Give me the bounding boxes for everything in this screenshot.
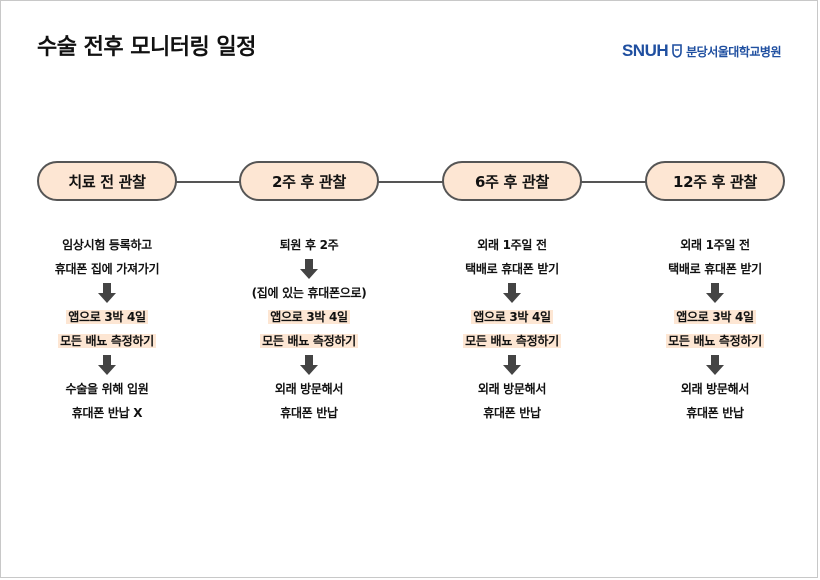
step-line: (집에 있는 휴대폰으로) [252, 281, 367, 305]
down-arrow-icon [503, 283, 521, 303]
step-line: 퇴원 후 2주 [280, 233, 339, 257]
page-title: 수술 전후 모니터링 일정 [37, 35, 256, 60]
step-line: 외래 1주일 전 [680, 233, 750, 257]
down-arrow-icon [706, 283, 724, 303]
logo-hospital-name: 분당서울대학교병원 [686, 44, 781, 59]
step-text: 앱으로 3박 4일 [674, 310, 756, 324]
step-line: 앱으로 3박 4일 [471, 305, 553, 329]
step-text: 앱으로 3박 4일 [66, 310, 148, 324]
step-line: 휴대폰 반납 [280, 401, 338, 425]
step-line: 임상시험 등록하고 [62, 233, 152, 257]
step-line: 휴대폰 집에 가져가기 [54, 257, 160, 281]
down-arrow-icon [706, 355, 724, 375]
step-line: 앱으로 3박 4일 [674, 305, 756, 329]
logo-mark: SNUH [621, 41, 669, 60]
step-line: 외래 방문해서 [680, 377, 750, 401]
stage-pill: 2주 후 관찰 [239, 161, 379, 201]
down-arrow-icon [98, 283, 116, 303]
step-line: 모든 배뇨 측정하기 [260, 329, 358, 353]
down-arrow-icon [98, 355, 116, 375]
step-text: 휴대폰 반납 X [71, 406, 143, 420]
stage-pill: 6주 후 관찰 [442, 161, 582, 201]
step-text: 택배로 휴대폰 받기 [668, 262, 762, 276]
step-line: 휴대폰 반납 [686, 401, 744, 425]
step-text: 앱으로 3박 4일 [268, 310, 350, 324]
step-line: 앱으로 3박 4일 [66, 305, 148, 329]
step-text: 모든 배뇨 측정하기 [666, 334, 764, 348]
step-text: 외래 방문해서 [477, 382, 547, 396]
step-line: 휴대폰 반납 [483, 401, 541, 425]
step-text: 수술을 위해 입원 [65, 382, 149, 396]
step-text: 모든 배뇨 측정하기 [463, 334, 561, 348]
step-text: 외래 1주일 전 [477, 238, 547, 252]
step-line: 모든 배뇨 측정하기 [666, 329, 764, 353]
step-line: 택배로 휴대폰 받기 [668, 257, 762, 281]
step-line: 모든 배뇨 측정하기 [58, 329, 156, 353]
step-text: 휴대폰 반납 [280, 406, 338, 420]
down-arrow-icon [300, 355, 318, 375]
step-text: (집에 있는 휴대폰으로) [251, 286, 367, 300]
stage-pill: 치료 전 관찰 [37, 161, 177, 201]
step-line: 택배로 휴대폰 받기 [465, 257, 559, 281]
step-text: 모든 배뇨 측정하기 [58, 334, 156, 348]
step-text: 택배로 휴대폰 받기 [465, 262, 559, 276]
step-line: 외래 방문해서 [274, 377, 344, 401]
hospital-logo: SNUH 분당서울대학교병원 [621, 41, 782, 61]
step-text: 외래 방문해서 [680, 382, 750, 396]
step-text: 앱으로 3박 4일 [471, 310, 553, 324]
step-line: 외래 1주일 전 [477, 233, 547, 257]
step-text: 외래 방문해서 [274, 382, 344, 396]
step-text: 임상시험 등록하고 [62, 238, 152, 252]
step-text: 휴대폰 집에 가져가기 [54, 262, 160, 276]
step-text: 퇴원 후 2주 [279, 238, 339, 252]
step-line: 수술을 위해 입원 [66, 377, 149, 401]
step-text: 외래 1주일 전 [680, 238, 750, 252]
stage-pill: 12주 후 관찰 [645, 161, 785, 201]
step-text: 휴대폰 반납 [686, 406, 744, 420]
down-arrow-icon [300, 259, 318, 279]
step-line: 휴대폰 반납 X [71, 401, 143, 425]
down-arrow-icon [503, 355, 521, 375]
step-line: 외래 방문해서 [477, 377, 547, 401]
logo-emblem-icon [672, 44, 682, 58]
step-line: 앱으로 3박 4일 [268, 305, 350, 329]
step-text: 모든 배뇨 측정하기 [260, 334, 358, 348]
timeline-line [101, 181, 721, 183]
step-text: 휴대폰 반납 [483, 406, 541, 420]
step-line: 모든 배뇨 측정하기 [463, 329, 561, 353]
